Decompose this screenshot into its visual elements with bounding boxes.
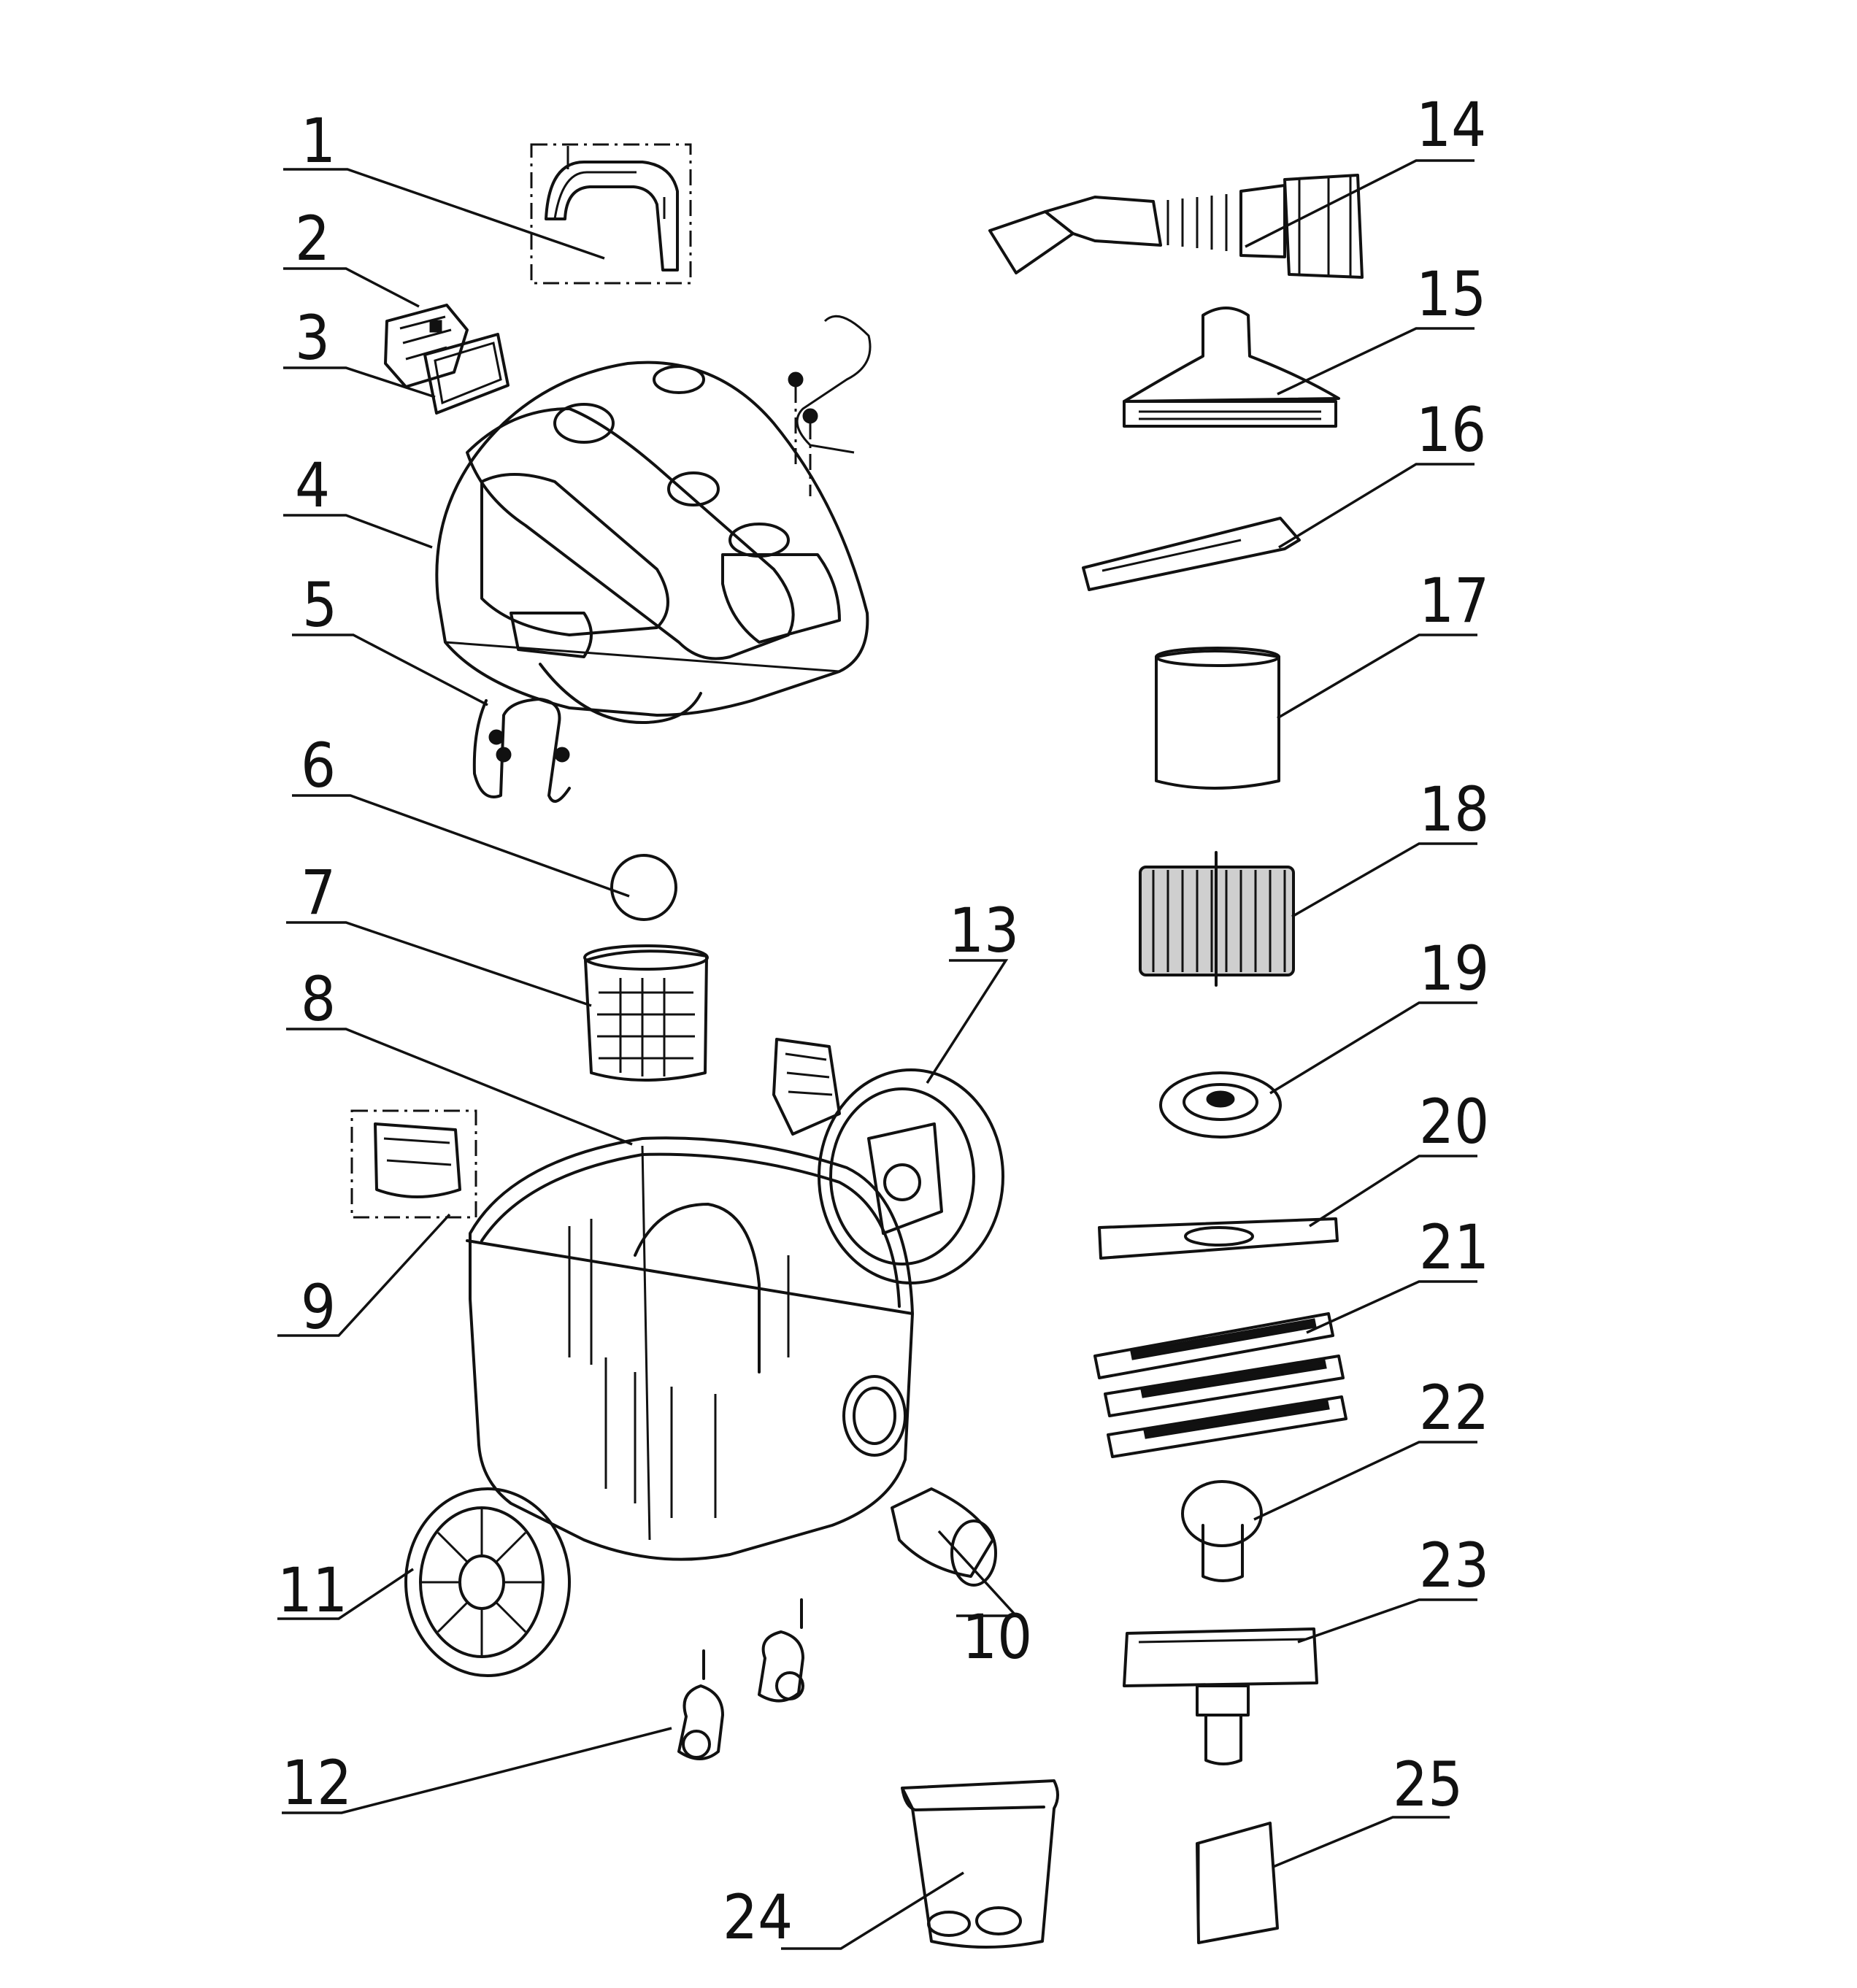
callout-19: 19 — [1419, 933, 1489, 1004]
callout-17: 17 — [1419, 565, 1489, 636]
callout-12: 12 — [282, 1747, 352, 1819]
callout-10: 10 — [962, 1601, 1032, 1673]
part-11-rear-wheel — [404, 1487, 571, 1677]
callout-3: 3 — [295, 302, 330, 374]
part-18-cartridge — [1139, 851, 1295, 987]
callout-6: 6 — [301, 730, 336, 801]
part-10-connector — [891, 1487, 997, 1587]
part-5-cord-clip — [472, 698, 571, 803]
callout-11: 11 — [277, 1554, 347, 1626]
part-22-adapter — [1181, 1480, 1263, 1582]
part-14-hose — [988, 174, 1364, 279]
callout-13: 13 — [949, 895, 1019, 966]
part-25-manual — [1196, 1822, 1279, 1944]
part-23-nozzle — [1123, 1627, 1318, 1765]
callout-24: 24 — [723, 1881, 793, 1953]
callout-4: 4 — [295, 450, 330, 521]
callout-numbers: 1 2 3 4 5 6 7 8 9 10 11 12 13 14 15 16 1… — [277, 89, 1489, 1953]
callout-5: 5 — [302, 569, 337, 641]
part-13-side-wheel — [818, 1068, 1004, 1284]
part-7-filter-cage — [583, 944, 709, 1082]
callout-16: 16 — [1416, 394, 1486, 466]
callout-18: 18 — [1419, 774, 1489, 845]
callout-7: 7 — [301, 857, 336, 928]
head-screws — [788, 315, 872, 496]
callout-22: 22 — [1419, 1372, 1489, 1444]
part-1-handle — [530, 143, 692, 285]
part-12-casters — [677, 1598, 804, 1760]
callout-25: 25 — [1393, 1749, 1463, 1820]
callout-14: 14 — [1416, 89, 1486, 161]
part-19-retainer — [1159, 1071, 1282, 1139]
callout-21: 21 — [1419, 1211, 1489, 1283]
part-9-latch — [350, 1109, 477, 1219]
part-3-filter — [423, 333, 510, 415]
part-20-bag — [1098, 1217, 1339, 1260]
part-2-latch — [384, 304, 469, 388]
part-4-motor-head — [435, 361, 869, 724]
part-24-container — [901, 1779, 1059, 1949]
part-15-floor-brush — [1123, 307, 1340, 428]
callout-23: 23 — [1419, 1530, 1489, 1601]
callout-20: 20 — [1419, 1086, 1489, 1157]
leader-lines — [277, 159, 1477, 1950]
part-17-foam-sleeve — [1155, 647, 1280, 790]
part-8-tank — [466, 1136, 914, 1561]
callout-15: 15 — [1416, 258, 1486, 330]
callout-1: 1 — [301, 105, 336, 177]
part-21-strips — [1093, 1312, 1347, 1458]
callout-9: 9 — [301, 1271, 336, 1343]
part-16-crevice — [1082, 517, 1301, 591]
part-6-float-ball — [610, 854, 677, 921]
callout-8: 8 — [301, 963, 336, 1035]
side-latch — [772, 1038, 841, 1136]
callout-2: 2 — [295, 203, 330, 274]
